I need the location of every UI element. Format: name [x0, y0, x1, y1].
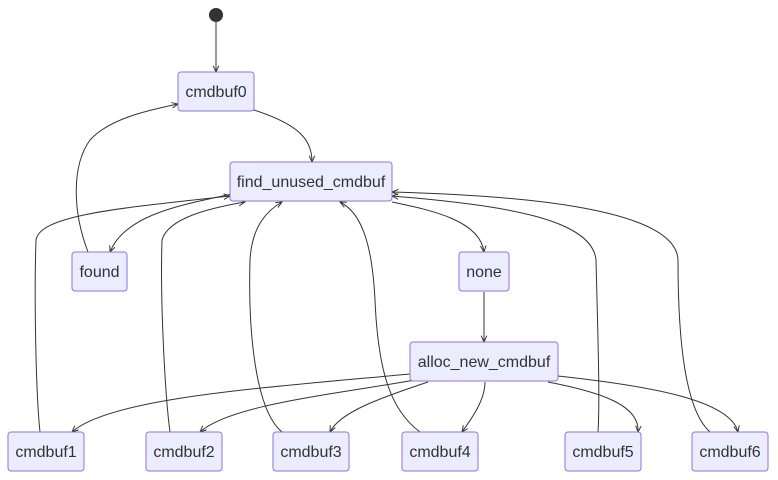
state-label: none	[466, 264, 502, 281]
state-cmdbuf5: cmdbuf5	[564, 431, 642, 472]
state-label: alloc_new_cmdbuf	[418, 354, 551, 371]
state-alloc-new-cmdbuf: alloc_new_cmdbuf	[409, 341, 559, 382]
state-label: cmdbuf6	[699, 444, 760, 461]
edge-cmdbuf6-to-find	[392, 192, 711, 433]
state-cmdbuf1: cmdbuf1	[7, 431, 85, 472]
start-state-dot	[209, 8, 223, 22]
edge-alloc-to-cmdbuf4	[462, 381, 486, 432]
state-label: cmdbuf1	[15, 444, 76, 461]
state-cmdbuf3: cmdbuf3	[272, 431, 350, 472]
state-found: found	[71, 251, 128, 292]
state-cmdbuf0: cmdbuf0	[177, 71, 255, 112]
state-cmdbuf2: cmdbuf2	[145, 431, 223, 472]
state-cmdbuf6: cmdbuf6	[691, 431, 769, 472]
state-cmdbuf4: cmdbuf4	[401, 431, 479, 472]
edge-found-to-cmdbuf0	[75, 104, 178, 253]
state-find-unused-cmdbuf: find_unused_cmdbuf	[229, 161, 393, 202]
state-label: cmdbuf5	[572, 444, 633, 461]
state-label: cmdbuf0	[185, 84, 246, 101]
state-label: cmdbuf2	[153, 444, 214, 461]
state-label: cmdbuf4	[409, 444, 470, 461]
state-label: cmdbuf3	[280, 444, 341, 461]
state-label: found	[79, 264, 119, 281]
edge-cmdbuf0-to-find	[253, 109, 312, 162]
edge-cmdbuf5-to-find	[392, 196, 600, 433]
edge-cmdbuf3-to-find	[249, 202, 282, 433]
edge-alloc-to-cmdbuf3	[330, 381, 429, 432]
edge-cmdbuf2-to-find	[161, 202, 245, 433]
state-none: none	[458, 251, 510, 292]
edge-alloc-to-cmdbuf2	[200, 379, 416, 432]
edge-cmdbuf4-to-find	[340, 202, 421, 433]
edge-alloc-to-cmdbuf5	[547, 381, 638, 432]
edges	[34, 22, 738, 433]
state-label: find_unused_cmdbuf	[237, 174, 386, 191]
edge-alloc-to-cmdbuf6	[557, 375, 738, 432]
edge-alloc-to-cmdbuf1	[72, 373, 411, 432]
edge-cmdbuf1-to-find	[34, 196, 230, 433]
edge-find-to-none	[391, 201, 484, 252]
